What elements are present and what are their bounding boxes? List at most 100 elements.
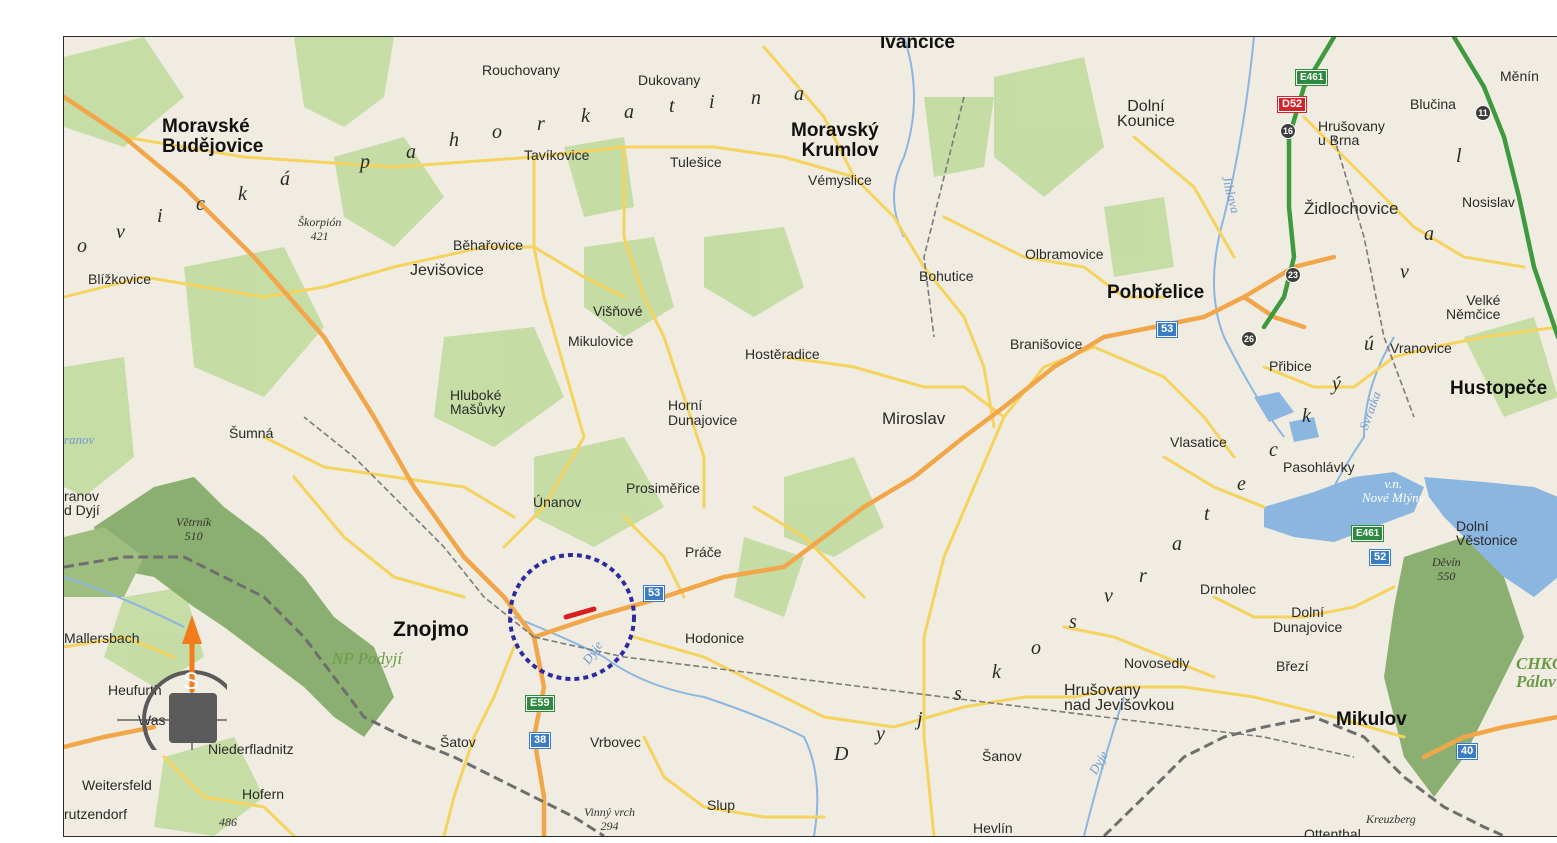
town-label: Hluboké Mašůvky — [450, 387, 506, 417]
town-label: Pohořelice — [1107, 282, 1205, 303]
town-label: Tulešice — [670, 154, 722, 170]
river-label: ranov — [64, 432, 95, 447]
town-label: Slup — [707, 797, 736, 813]
town-label: Branišovice — [1010, 336, 1083, 352]
town-label: Mikulovice — [568, 333, 634, 349]
junction-marker: 11 — [1475, 105, 1491, 121]
map-view[interactable]: p a h o r k a t i n a o v i c k á D y j … — [63, 36, 1557, 837]
town-label: Šatov — [440, 734, 476, 750]
town-label: Ivančice — [880, 36, 955, 53]
region-letter: a — [794, 83, 804, 105]
region-letter: k — [581, 105, 590, 127]
town-label: Jevišovice — [410, 262, 484, 279]
town-label: Mallersbach — [64, 630, 140, 646]
town-label: Vrbovec — [590, 734, 641, 750]
town-label: Blučina — [1410, 96, 1456, 112]
town-label: Dolní Věstonice — [1456, 518, 1518, 548]
park-label: NP Podyjí — [332, 649, 403, 668]
road-shield: 38 — [528, 732, 552, 749]
town-label: rutzendorf — [64, 806, 128, 822]
junction-marker: 26 — [1241, 331, 1257, 347]
region-letter: D — [834, 743, 849, 765]
town-label: Vémyslice — [808, 172, 872, 188]
town-label: Běhařovice — [453, 237, 524, 253]
region-letter: o — [492, 121, 502, 143]
peak-label: Škorpión 421 — [298, 215, 342, 243]
town-label: Únanov — [533, 494, 582, 510]
region-letter: i — [157, 205, 163, 227]
compass-icon[interactable]: S — [77, 580, 267, 790]
town-label: Pasohlávky — [1283, 459, 1355, 475]
region-letter: s — [954, 683, 962, 705]
town-label: Miroslav — [882, 409, 946, 428]
town-label: ranov d Dyjí — [64, 488, 100, 518]
region-letter: v — [116, 221, 125, 243]
town-label: Hevlín — [973, 820, 1013, 836]
region-letter: n — [751, 87, 761, 109]
town-label: Šanov — [982, 748, 1022, 764]
road-shield: E461 — [1294, 69, 1329, 86]
town-label: Niederfladnitz — [208, 741, 294, 757]
road-shield: 53 — [642, 585, 666, 602]
region-letter: k — [238, 183, 247, 205]
navigator-graphic — [117, 615, 267, 790]
town-label: Ottenthal — [1304, 826, 1361, 837]
town-label: Weitersfeld — [82, 777, 152, 793]
town-label: Znojmo — [393, 618, 469, 641]
region-letter: e — [1237, 473, 1246, 495]
peak-label: Kreuzberg — [1366, 812, 1416, 826]
region-letter: r — [537, 113, 545, 135]
town-label: Hofern — [242, 786, 285, 802]
road-shield: D52 — [1276, 96, 1308, 113]
region-letter: s — [1069, 611, 1077, 633]
park-label: CHKO Pálav — [1516, 654, 1557, 691]
town-label: Práče — [685, 544, 722, 560]
town-label: Dukovany — [638, 72, 701, 88]
town-label: Měnín — [1500, 68, 1539, 84]
town-label: Moravský Krumlov — [791, 120, 879, 161]
town-label: Olbramovice — [1025, 246, 1104, 262]
town-label: Horní Dunajovice — [668, 397, 738, 428]
town-label: Velké Němčice — [1446, 292, 1501, 322]
region-letter: a — [1172, 533, 1182, 555]
peak-label: Větrník 510 — [176, 515, 212, 543]
town-label: Hodonice — [685, 630, 745, 646]
junction-marker: 16 — [1280, 123, 1296, 139]
region-letter: k — [992, 661, 1001, 683]
region-letter: ý — [1332, 373, 1341, 395]
town-label: Hostěradice — [745, 346, 820, 362]
town-label: Mikulov — [1336, 709, 1407, 730]
town-label: Dolní Dunajovice — [1273, 604, 1343, 635]
town-label: Dolní Kounice — [1117, 98, 1175, 130]
town-label: Vlasatice — [1170, 434, 1227, 450]
town-label: Nosislav — [1462, 194, 1515, 210]
region-letter: o — [1031, 637, 1041, 659]
region-letter: v — [1400, 261, 1409, 283]
region-letter: t — [669, 95, 675, 117]
town-label: Heufurth — [108, 682, 162, 698]
town-label: Tavíkovice — [524, 147, 590, 163]
region-letter: h — [449, 129, 459, 151]
region-letter: á — [280, 168, 290, 190]
town-label: Přibice — [1269, 358, 1312, 374]
town-label: Drnholec — [1200, 581, 1257, 597]
navigator-letter: S — [183, 668, 200, 695]
town-label: Hrušovany nad Jevišovkou — [1064, 682, 1175, 714]
region-letter: a — [624, 101, 634, 123]
road-shield: 40 — [1455, 743, 1479, 760]
road-shield: E59 — [525, 695, 555, 712]
town-label: Vranovice — [1390, 340, 1452, 356]
junction-marker: 23 — [1285, 267, 1301, 283]
town-label: Židlochovice — [1304, 199, 1399, 218]
region-letter: l — [1456, 145, 1462, 167]
road-shield: 52 — [1368, 549, 1392, 566]
town-label: Višňové — [593, 303, 643, 319]
region-letter: c — [196, 193, 205, 215]
peak-label: 486 — [219, 815, 237, 829]
region-letter: a — [1424, 223, 1434, 245]
region-letter: k — [1302, 405, 1311, 427]
town-label: Prosiměřice — [626, 480, 700, 496]
region-letter: v — [1104, 585, 1113, 607]
road-shield: 53 — [1155, 321, 1179, 338]
region-letter: c — [1269, 439, 1278, 461]
